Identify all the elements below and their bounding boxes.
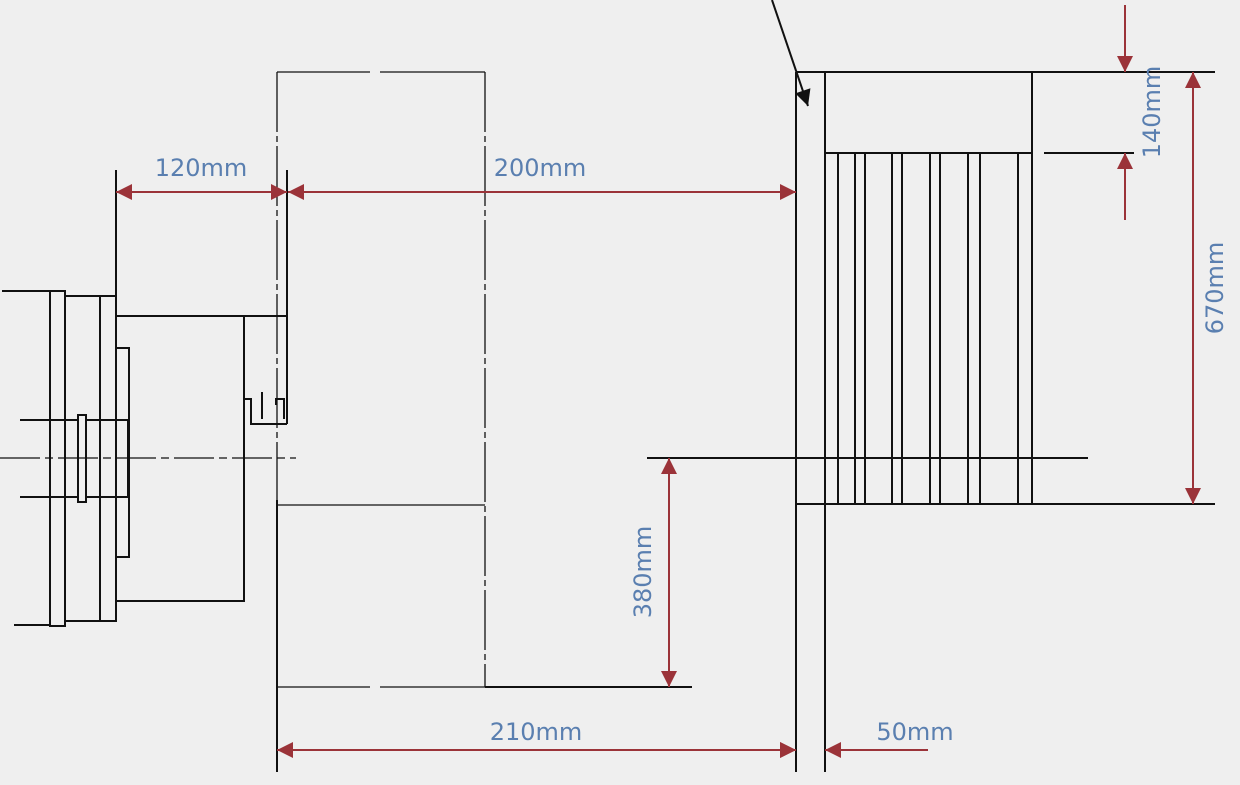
middle-box <box>276 71 486 688</box>
dim-380-label: 380mm <box>629 526 657 619</box>
dim-140-label: 140mm <box>1138 66 1166 159</box>
dim-120-label: 120mm <box>155 154 248 182</box>
dim-210-label: 210mm <box>490 718 583 746</box>
fin-lines <box>837 153 1019 504</box>
dimension-arrows <box>116 5 1201 758</box>
dim-670-label: 670mm <box>1201 242 1229 335</box>
leader-arrow <box>771 0 811 107</box>
dim-200-label: 200mm <box>494 154 587 182</box>
dim-50-label: 50mm <box>876 718 953 746</box>
